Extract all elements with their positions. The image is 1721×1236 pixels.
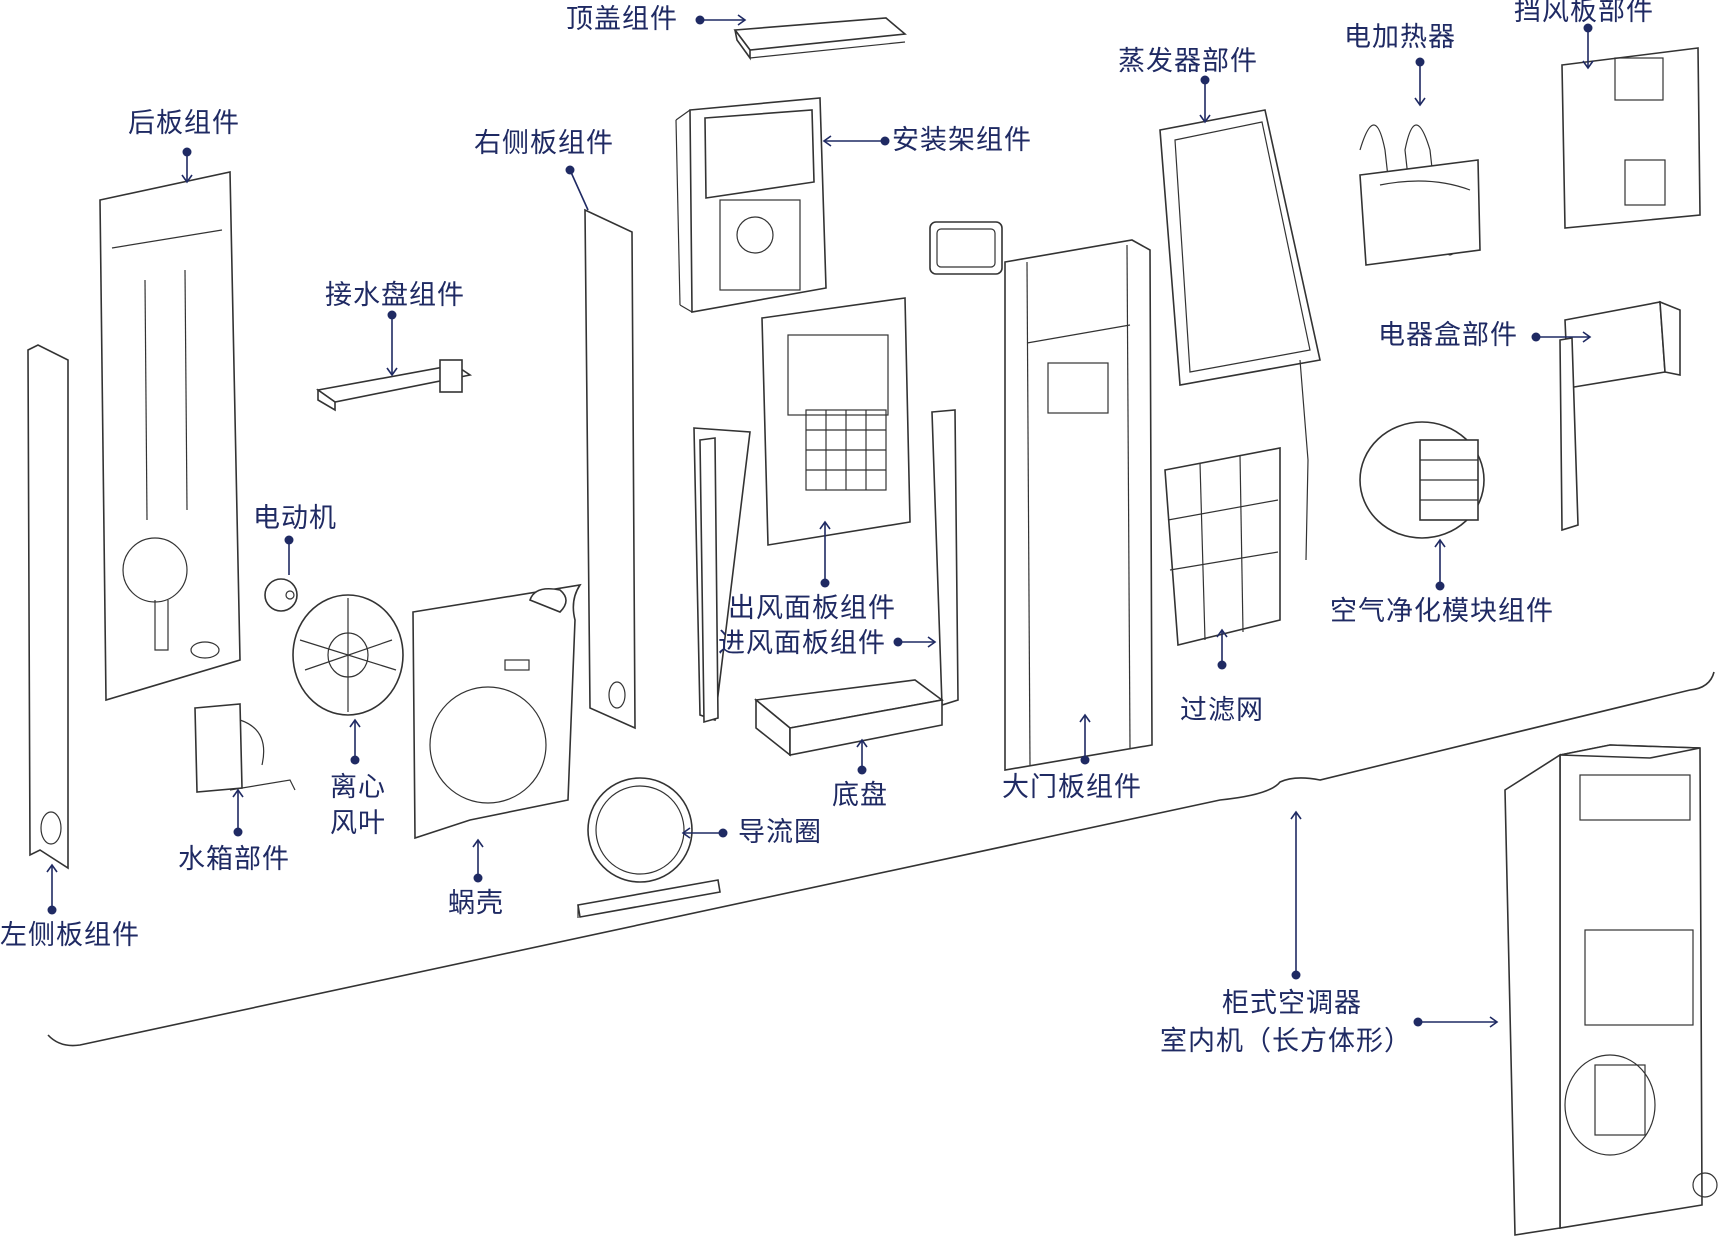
heater-part: [1359, 124, 1481, 266]
impeller-label-line2: 风叶: [330, 808, 386, 839]
water-tank-part: [194, 703, 296, 793]
volute-label: 蜗壳: [448, 888, 504, 919]
drain-pan-part: [315, 359, 473, 412]
front-door-part: [1004, 239, 1153, 771]
motor-part: [264, 578, 298, 612]
heater-label: 电加热器: [1344, 22, 1456, 53]
cabinet-label-line1: 柜式空调器: [1222, 988, 1362, 1019]
back-panel-label: 后板组件: [128, 108, 240, 139]
guide-ring-part: [587, 777, 693, 883]
air-purifier-label: 空气净化模块组件: [1330, 596, 1554, 627]
baffle-part: [1561, 47, 1701, 229]
drain-pan-label: 接水盘组件: [325, 280, 465, 311]
top-cover-part: [733, 17, 907, 61]
volute-part: [412, 583, 582, 840]
left-panel-label: 左侧板组件: [0, 920, 140, 951]
electric-box-part: [1559, 300, 1681, 532]
impeller-part: [292, 594, 404, 716]
back-panel-part: [99, 171, 241, 702]
top-cover-label: 顶盖组件: [566, 4, 678, 35]
bottom-bar-part: [577, 879, 721, 918]
air-purifier-part: [1359, 421, 1485, 539]
inlet-panel-strips: [693, 409, 959, 724]
outlet-panel-label: 出风面板组件: [728, 593, 896, 624]
motor-label: 电动机: [253, 503, 337, 534]
right-panel-label: 右侧板组件: [474, 128, 614, 159]
front-door-label: 大门板组件: [1002, 772, 1142, 803]
base-label: 底盘: [832, 780, 888, 811]
inlet-panel-label: 进风面板组件: [718, 628, 886, 659]
right-panel-part: [584, 208, 636, 730]
evaporator-label: 蒸发器部件: [1118, 46, 1258, 77]
display-frame-part: [929, 221, 1003, 275]
impeller-label-line1: 离心: [330, 772, 386, 803]
mount-frame-part: [675, 97, 827, 313]
leader-dots: [47, 15, 1593, 1027]
outlet-panel-part: [761, 297, 911, 546]
leader-lines: [46, 14, 1594, 1028]
upper-brace: [47, 671, 1715, 1047]
filter-part: [1164, 447, 1281, 647]
cabinet-unit: [1504, 744, 1718, 1236]
filter-label: 过滤网: [1180, 695, 1264, 726]
base-part: [754, 679, 944, 757]
evaporator-part: [1159, 109, 1321, 561]
cabinet-label-line2: 室内机（长方体形）: [1160, 1026, 1412, 1057]
mount-frame-label: 安装架组件: [892, 125, 1032, 156]
water-tank-label: 水箱部件: [178, 844, 290, 875]
left-panel-part: [27, 344, 69, 870]
guide-ring-label: 导流圈: [738, 817, 822, 848]
baffle-label: 挡风板部件: [1514, 0, 1654, 27]
electric-box-label: 电器盒部件: [1378, 320, 1518, 351]
